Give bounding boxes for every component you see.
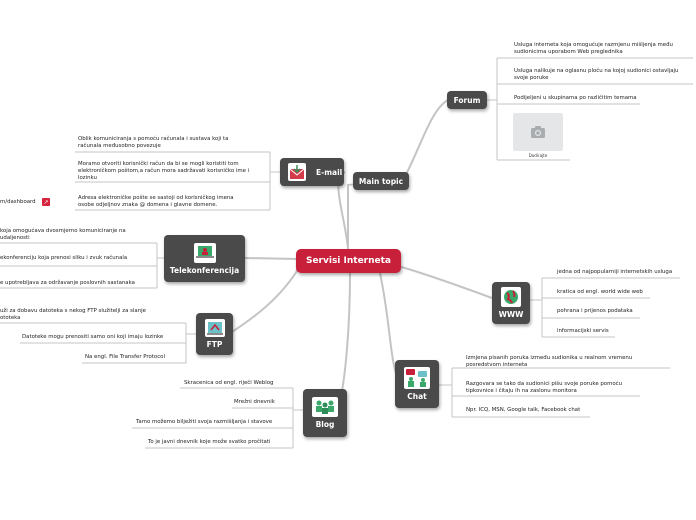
external-link-icon[interactable]: ↗ (42, 198, 50, 206)
forum-leaf-3: Podijeljeni u skupinama po različitim te… (514, 95, 637, 101)
email-leaf-2: Moramo otvoriti korisnički račun da bi s… (78, 161, 250, 181)
ftp-leaf-3: Na engl. File Transfer Protocol (85, 354, 165, 360)
ftp-node[interactable]: FTP (196, 313, 233, 355)
ftp-label: FTP (206, 340, 223, 349)
www-leaf-3: pohrana i prijenos podataka (557, 308, 633, 314)
chat-leaf-3: Npr. ICQ, MSN, Google talk, Facebook cha… (466, 407, 581, 413)
blog-label: Blog (315, 420, 335, 429)
blog-leaf-2: Mrežni dnevnik (234, 399, 275, 405)
telekonferencija-node[interactable]: Telekonferencija (164, 235, 245, 282)
camera-icon (531, 126, 545, 138)
blog-leaf-1: Skracenica od engl. riječi Weblog (184, 380, 274, 386)
blog-node[interactable]: Blog (303, 389, 347, 437)
chat-leaf-2: Razgovara se tako da sudionici pišu svoj… (466, 381, 623, 394)
email-leaf-3: Adresa elektroničke pošte se sastoji od … (78, 195, 234, 208)
www-leaf-4: informacijski servis (557, 328, 609, 334)
www-node[interactable]: WWW (492, 282, 530, 324)
main-topic-label: Main topic (358, 176, 404, 186)
blog-leaf-4: To je javni dnevnik koje može svatko pro… (148, 439, 271, 445)
ftp-icon (204, 319, 225, 337)
telekonferencija-leaf-3: e upotrebljava za održavanje poslovnih s… (0, 280, 135, 286)
forum-leaf-2: Usluga nalikuje na oglasnu ploču na kojo… (514, 68, 679, 81)
blog-people-icon (312, 397, 338, 417)
central-topic-label: Servisi Interneta (305, 256, 392, 266)
telekonferencija-leaf-2: ekonferenciju koja prenosi sliku i zvuk … (0, 255, 128, 261)
central-topic[interactable]: Servisi Interneta (296, 249, 401, 273)
forum-leaf-1: Usluga interneta koja omogućuje razmjenu… (514, 42, 673, 55)
email-node[interactable]: E-mail (280, 158, 344, 186)
email-leaf-1: Oblik komuniciranja s pomoću računala i … (78, 136, 229, 149)
www-leaf-2: kratica od engl. world wide web (557, 289, 643, 295)
image-placeholder[interactable] (513, 113, 563, 151)
email-icon (288, 163, 306, 181)
chat-people-icon (404, 367, 430, 389)
telekonferencija-leaf-1: koja omogućava dvosmjerno komuniciranje … (0, 228, 126, 241)
www-label: WWW (498, 310, 524, 319)
chat-leaf-1: Izmjena pisanih poruka između sudionika … (466, 355, 633, 368)
ftp-leaf-2: Datoteke mogu prenositi samo oni koji im… (22, 334, 164, 340)
blog-leaf-3: Tamo možemo bilježiti svoja razmišljanja… (136, 419, 273, 425)
ftp-leaf-1: uži za dobavu datoteka s nekog FTP služi… (0, 308, 146, 321)
dashboard-link[interactable]: m/dashboard (0, 199, 36, 205)
main-topic-node[interactable]: Main topic (353, 172, 409, 190)
image-caption: Dodirajte (528, 153, 548, 158)
video-conference-icon (193, 242, 216, 263)
chat-node[interactable]: Chat (395, 360, 439, 408)
forum-label: Forum (453, 95, 481, 105)
forum-node[interactable]: Forum (447, 91, 487, 109)
email-label: E-mail (316, 167, 343, 177)
chat-label: Chat (407, 392, 427, 401)
telekonferencija-label: Telekonferencija (169, 265, 240, 275)
globe-icon (501, 287, 521, 307)
www-leaf-1: jedna od najpopularniji internetskih usl… (557, 269, 673, 275)
